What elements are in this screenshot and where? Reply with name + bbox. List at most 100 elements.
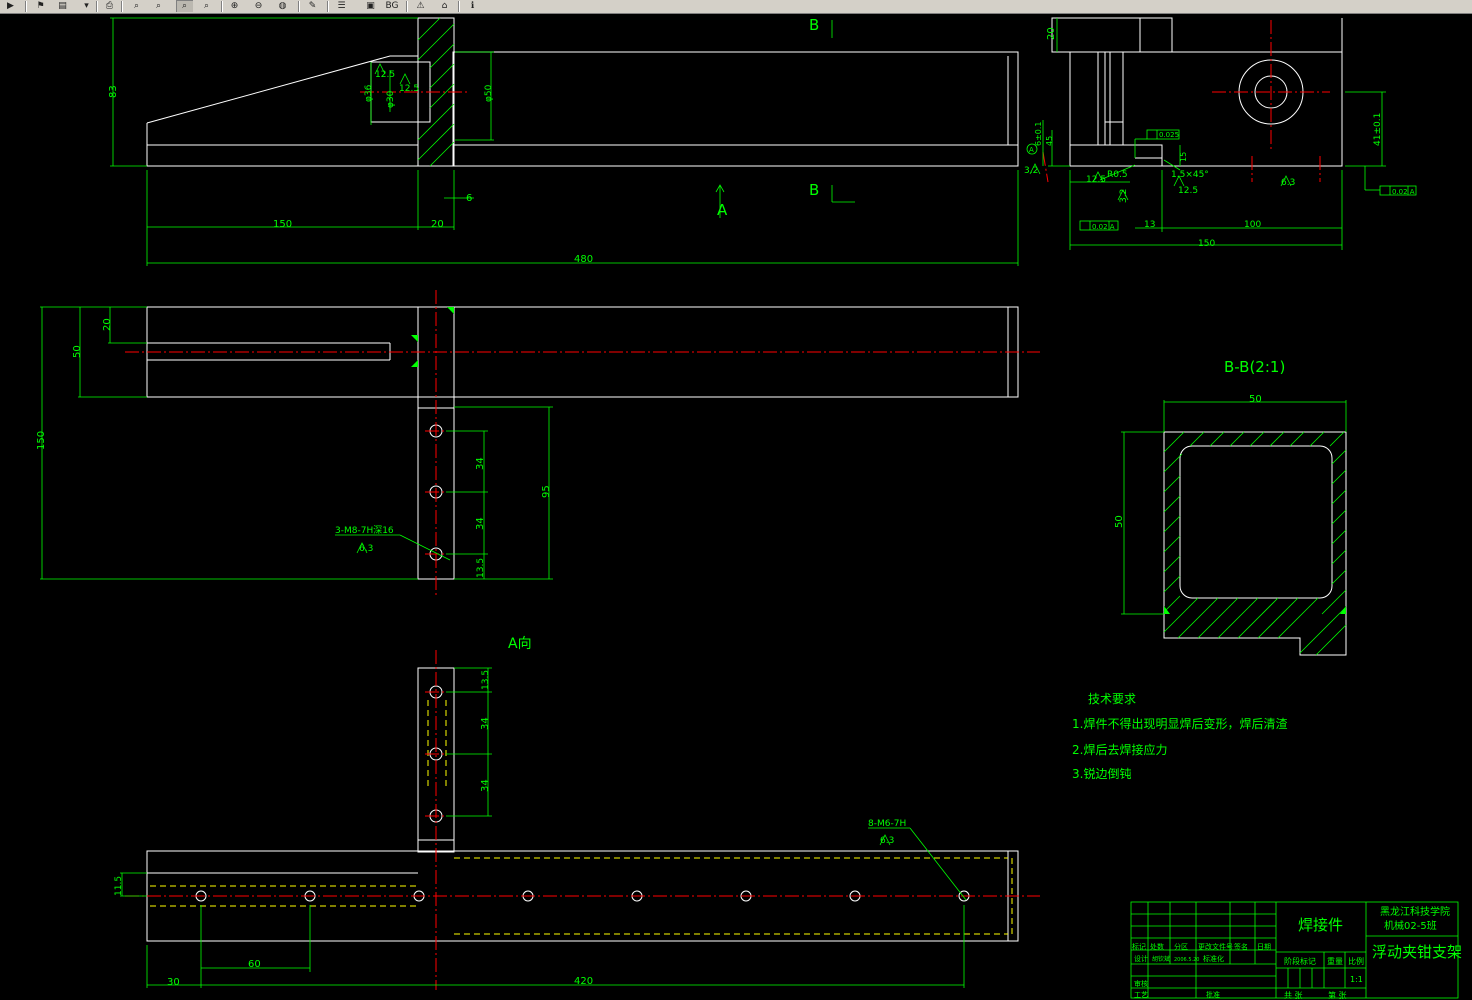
print-icon[interactable]: ⎙: [105, 1, 114, 11]
svg-text:60: 60: [248, 959, 261, 970]
section-b-top: B: [809, 16, 819, 34]
section-bb: B-B(2:1) 50 50: [1114, 358, 1347, 656]
svg-text:150: 150: [36, 431, 47, 450]
svg-text:34: 34: [480, 779, 491, 792]
svg-text:50: 50: [1114, 515, 1125, 528]
svg-text:12.5: 12.5: [1086, 175, 1106, 185]
toolbar-separator: [25, 1, 27, 12]
taper-outline: [146, 55, 418, 124]
zoom-realtime-icon[interactable]: ⌕: [155, 1, 162, 11]
svg-text:13.5: 13.5: [476, 558, 486, 578]
svg-text:34: 34: [475, 517, 486, 530]
svg-text:3-M8-7H深16: 3-M8-7H深16: [335, 525, 394, 536]
warning-icon[interactable]: ⚠: [416, 1, 425, 11]
svg-text:50: 50: [1249, 394, 1262, 405]
plan-view: [146, 306, 1019, 580]
svg-text:标准化: 标准化: [1203, 954, 1224, 963]
dim-150: 150: [273, 219, 292, 230]
zoom-previous-icon[interactable]: ⌕: [203, 1, 210, 11]
svg-text:20: 20: [102, 318, 113, 331]
svg-text:日期: 日期: [1257, 943, 1271, 951]
view-a-hidden: [150, 700, 1013, 935]
svg-text:审核: 审核: [1134, 979, 1148, 988]
svg-text:6.3: 6.3: [880, 836, 894, 846]
svg-text:A: A: [1029, 146, 1034, 154]
svg-text:分区: 分区: [1174, 942, 1188, 951]
plan-weld-marks: [411, 307, 454, 367]
dim-phi30: φ30: [386, 90, 396, 108]
view-a-label: A: [717, 201, 728, 219]
open-icon[interactable]: ⚑: [36, 1, 45, 11]
view-a: [146, 667, 1019, 942]
tube-body: [452, 51, 1019, 167]
dim-6: 6: [466, 193, 472, 204]
plan-dims: [40, 306, 553, 580]
toolbar-separator: [298, 1, 300, 12]
svg-text:50: 50: [72, 345, 83, 358]
top-view-labels: B B A 83 150 20 480 6 φ36 φ30 φ50 12.5 1…: [108, 16, 819, 265]
base-plate: [146, 144, 419, 167]
app-menu-icon[interactable]: ▶: [7, 1, 14, 11]
side-view-dims: [1026, 18, 1417, 250]
home-icon[interactable]: ⌂: [441, 1, 448, 11]
svg-text:1:1: 1:1: [1350, 975, 1363, 984]
toolbar-separator: [406, 1, 408, 12]
plan-centerlines: [125, 290, 1040, 598]
svg-text:34: 34: [475, 457, 486, 470]
svg-text:0.02 A: 0.02 A: [1392, 188, 1415, 196]
layout-icon[interactable]: ▣: [366, 1, 375, 11]
part-name: 浮动夹钳支架: [1372, 943, 1462, 961]
svg-text:2006.5.20: 2006.5.20: [1174, 957, 1199, 963]
svg-text:标记: 标记: [1132, 942, 1146, 951]
tech-item-3: 3.锐边倒钝: [1072, 767, 1131, 781]
svg-text:100: 100: [1244, 220, 1261, 230]
rough-2: 12.5: [399, 84, 419, 94]
svg-text:更改文件号: 更改文件号: [1198, 942, 1233, 951]
section-hatch: [1163, 431, 1347, 656]
layers-icon[interactable]: ☰: [337, 1, 346, 11]
tech-item-1: 1.焊件不得出现明显焊后变形，焊后清渣: [1072, 716, 1287, 731]
svg-text:处数: 处数: [1150, 942, 1164, 951]
view-a-centerlines: [125, 650, 1040, 990]
svg-text:34: 34: [480, 717, 491, 730]
svg-text:15: 15: [1179, 152, 1188, 162]
pen-icon[interactable]: ✎: [308, 1, 317, 11]
globe-icon[interactable]: ◍: [278, 1, 287, 11]
dropdown-icon[interactable]: ▾: [84, 1, 89, 11]
info-icon[interactable]: ℹ: [470, 1, 475, 11]
svg-text:6.3: 6.3: [359, 544, 373, 554]
top-view-dims: [110, 17, 1019, 266]
zoom-window-icon[interactable]: ⌕: [176, 0, 193, 12]
class-name: 机械02-5班: [1384, 919, 1437, 932]
svg-text:41±0.1: 41±0.1: [1373, 113, 1383, 146]
svg-text:20: 20: [1046, 27, 1057, 40]
school-name: 黑龙江科技学院: [1380, 905, 1450, 918]
svg-text:设计: 设计: [1134, 954, 1148, 963]
svg-text:6.3: 6.3: [1281, 178, 1295, 188]
dim-phi36: φ36: [364, 84, 374, 102]
save-icon[interactable]: ▤: [58, 1, 67, 11]
toolbar-separator: [327, 1, 329, 12]
svg-text:1.5×45°: 1.5×45°: [1171, 170, 1209, 180]
dim-480: 480: [574, 254, 593, 265]
svg-text:批准: 批准: [1206, 990, 1220, 999]
dim-phi50: φ50: [484, 84, 494, 102]
toolbar-separator: [458, 1, 460, 12]
svg-text:胡钦斌: 胡钦斌: [1152, 955, 1170, 963]
side-view-centerlines: [1042, 20, 1330, 183]
part-type: 焊接件: [1298, 916, 1343, 934]
zoom-in-icon[interactable]: ⊕: [230, 1, 239, 11]
plan-labels: 150 50 20 34 34 13.5 95 3-M8-7H深16 6.3: [36, 318, 552, 578]
section-b-bottom: B: [809, 181, 819, 199]
zoom-icon[interactable]: ⌕: [133, 1, 140, 11]
svg-text:30: 30: [167, 977, 180, 988]
svg-text:R0.5: R0.5: [1107, 170, 1128, 180]
section-bb-title: B-B(2:1): [1224, 358, 1285, 376]
toolbar-separator: [121, 1, 123, 12]
svg-text:3.2: 3.2: [1024, 166, 1038, 176]
side-view: [1051, 17, 1343, 167]
zoom-out-icon[interactable]: ⊖: [254, 1, 263, 11]
bg-button[interactable]: BG: [385, 1, 399, 11]
svg-text:13.5: 13.5: [481, 670, 491, 690]
